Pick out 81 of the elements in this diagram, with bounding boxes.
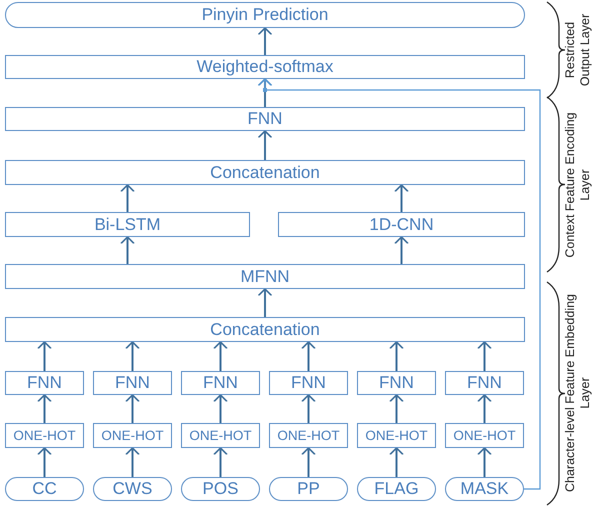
arrow — [125, 394, 140, 423]
node-label: CWS — [112, 479, 152, 499]
arrow — [125, 341, 140, 371]
input-pill — [269, 477, 348, 501]
arrow — [37, 394, 52, 423]
node-label: ONE-HOT — [365, 428, 428, 443]
arrow — [301, 341, 316, 371]
node-label: FNN — [379, 373, 414, 393]
arrow — [394, 184, 409, 212]
node-label: Concatenation — [210, 162, 320, 182]
node-label: 1D-CNN — [369, 214, 434, 234]
layer-box — [5, 107, 525, 131]
arrow — [389, 447, 404, 477]
node-label: ONE-HOT — [189, 428, 252, 443]
input-pill — [93, 477, 172, 501]
layer-box — [93, 371, 172, 395]
node-label: ONE-HOT — [453, 428, 516, 443]
node-label: POS — [202, 479, 238, 499]
layer-box — [5, 212, 250, 237]
layer-box — [5, 264, 525, 289]
layer-box — [181, 371, 260, 395]
arrow — [120, 236, 135, 264]
arrow — [120, 184, 135, 212]
arrow — [37, 447, 52, 477]
node-label: FNN — [27, 373, 62, 393]
arrow — [477, 341, 492, 371]
node-label: FNN — [291, 373, 326, 393]
arrow — [213, 394, 228, 423]
arrow — [477, 447, 492, 477]
layer-box — [181, 423, 260, 448]
node-label: CC — [32, 479, 57, 499]
layer-box — [93, 423, 172, 448]
layer-box — [445, 423, 524, 448]
arrow — [477, 394, 492, 423]
node-label: MASK — [460, 479, 509, 499]
arrow — [394, 236, 409, 264]
node-label: Bi-LSTM — [94, 214, 161, 234]
arrow — [213, 447, 228, 477]
node-label: ONE-HOT — [277, 428, 340, 443]
arrow — [301, 394, 316, 423]
node-label: MFNN — [240, 266, 290, 286]
input-pill — [445, 477, 524, 501]
node-label: FNN — [203, 373, 238, 393]
input-pill — [357, 477, 436, 501]
node-label: PP — [297, 479, 320, 499]
layer-box — [269, 423, 348, 448]
input-pill — [181, 477, 260, 501]
layer-box — [357, 371, 436, 395]
arrow — [125, 447, 140, 477]
arrow — [258, 130, 272, 160]
arrow — [258, 288, 272, 317]
layer-box — [357, 423, 436, 448]
node-label: ONE-HOT — [101, 428, 164, 443]
arrow — [37, 341, 52, 371]
arrow — [389, 341, 404, 371]
node-label: FLAG — [374, 479, 419, 499]
layer-box — [278, 212, 525, 237]
layer-box — [5, 160, 525, 185]
arrow — [213, 341, 228, 371]
layer-box — [5, 423, 84, 448]
node-label: Weighted-softmax — [196, 57, 334, 77]
arrow — [301, 447, 316, 477]
node-label: FNN — [115, 373, 150, 393]
layer-box — [5, 55, 525, 79]
input-pill — [5, 477, 84, 501]
node-label: Concatenation — [210, 320, 320, 340]
input-pill — [5, 2, 525, 28]
layer-box — [269, 371, 348, 395]
arrow — [258, 27, 272, 55]
node-label: FNN — [248, 109, 282, 129]
arrow — [389, 394, 404, 423]
node-label: FNN — [467, 373, 502, 393]
layer-label: Context Feature Encoding Layer — [563, 111, 593, 260]
node-label: Pinyin Prediction — [202, 5, 328, 25]
layer-box — [5, 317, 525, 342]
layer-label: Character-level Feature Embedding Layer — [563, 292, 593, 494]
layer-box — [445, 371, 524, 395]
layer-label: Restricted Output Layer — [563, 12, 593, 88]
layer-box — [5, 371, 84, 395]
arrow — [258, 78, 541, 490]
node-label: ONE-HOT — [13, 428, 76, 443]
